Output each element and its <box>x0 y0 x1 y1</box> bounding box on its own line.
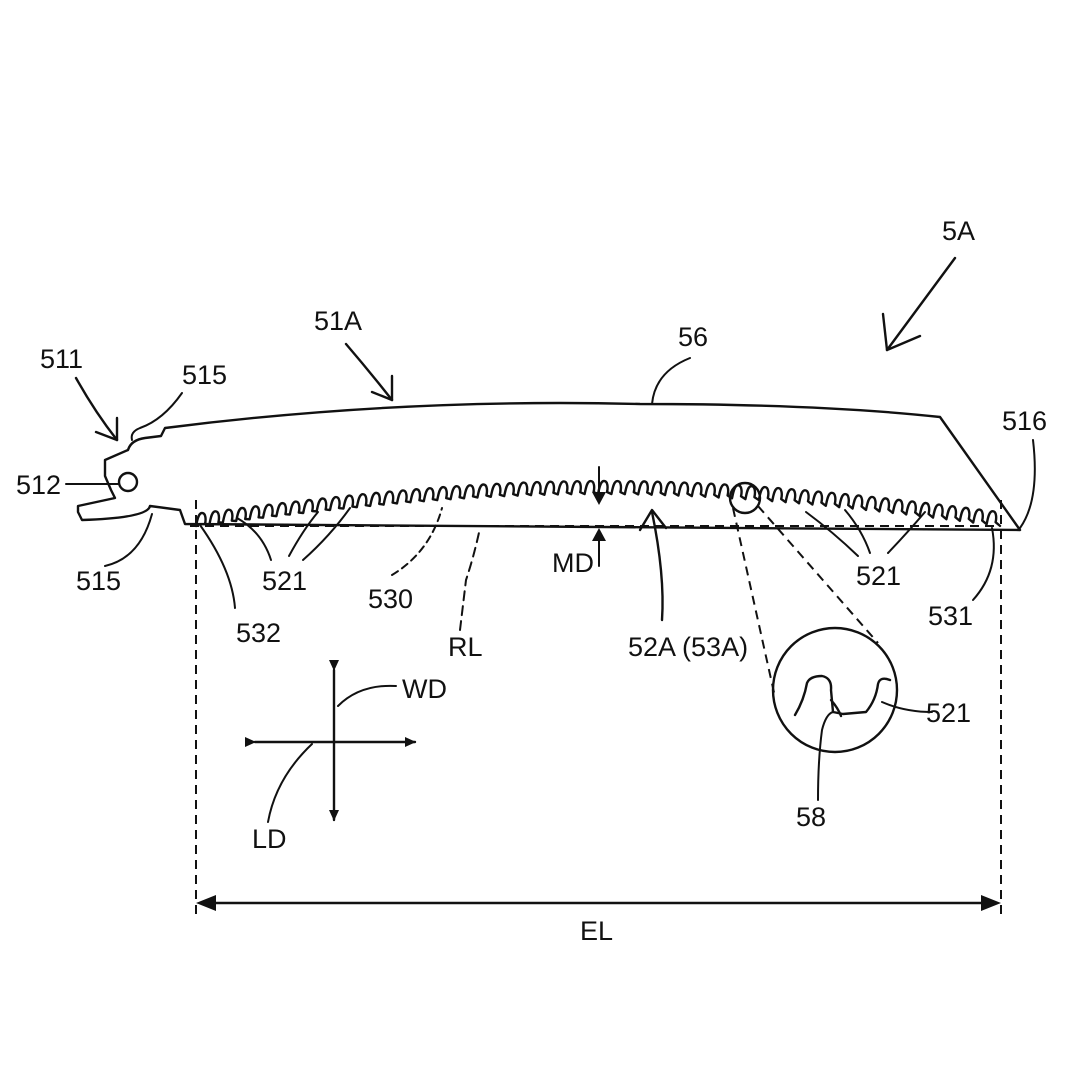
tip-leader <box>1019 439 1036 529</box>
detail-teeth-label: 521 <box>926 698 971 728</box>
edge-length-label: EL <box>580 916 613 946</box>
length-direction-label: LD <box>252 824 287 854</box>
teeth-left-label: 521 <box>262 566 307 596</box>
detail-feature-leader <box>817 711 834 801</box>
tooth-rear-end-label: 532 <box>236 618 281 648</box>
figure-ref-arrowhead <box>881 312 922 352</box>
figure-ref-arrow <box>885 256 957 352</box>
width-direction-label: WD <box>402 674 447 704</box>
md-arrowhead-bottom <box>592 528 606 541</box>
teeth-right-leader-b <box>844 509 871 554</box>
teeth-right-leader-c <box>887 511 926 554</box>
teeth-left-leader-c <box>302 507 351 561</box>
length-direction-leader <box>267 743 313 823</box>
detail-feature-notch <box>829 698 843 718</box>
detail-projection-line-left <box>732 507 776 698</box>
tip-label: 516 <box>1002 406 1047 436</box>
cutting-edge-label: 52A (53A) <box>628 632 748 662</box>
edge-length-arrowhead-right <box>981 895 1001 911</box>
reference-line-label: RL <box>448 632 483 662</box>
shoulder-top-leader <box>130 392 183 441</box>
detail-feature-label: 58 <box>796 802 826 832</box>
tang-label: 511 <box>40 344 83 374</box>
cutting-edge-leader <box>650 510 664 622</box>
reference-line-leader <box>459 527 481 631</box>
teeth-right-label: 521 <box>856 561 901 591</box>
teeth-left-leader-b <box>288 511 319 557</box>
tang-hole <box>117 471 139 493</box>
detail-source-circle <box>728 481 762 515</box>
blade-body-leader <box>344 342 394 402</box>
md-arrowhead-top <box>592 492 606 505</box>
tooth-line-leader <box>391 507 443 576</box>
tang-arrowhead <box>94 416 119 442</box>
tooth-line-label: 530 <box>368 584 413 614</box>
detail-magnified-circle <box>771 626 899 754</box>
cutting-edge-arrowhead <box>638 508 668 532</box>
shoulder-bottom-leader <box>104 513 153 567</box>
detail-magnified-tooth <box>793 674 892 717</box>
shoulder-bottom-label: 515 <box>76 566 121 596</box>
detail-label-leader <box>881 701 933 713</box>
teeth-left-leader-a <box>236 517 272 561</box>
blade-body-label: 51A <box>314 306 362 336</box>
width-direction-leader <box>337 684 397 707</box>
blade-outline <box>76 401 1022 532</box>
teeth-right-leader-a <box>805 511 859 557</box>
back-edge-label: 56 <box>678 322 708 352</box>
edge-length-arrowhead-left <box>196 895 216 911</box>
direction-indicator <box>245 660 417 822</box>
shoulder-top-label: 515 <box>182 360 227 390</box>
max-deviation-label: MD <box>552 548 594 578</box>
tooth-rear-end-leader <box>199 524 236 609</box>
blade-body-arrowhead <box>370 374 394 402</box>
tooth-front-end-label: 531 <box>928 601 973 631</box>
tang-leader <box>74 376 119 442</box>
back-edge-leader <box>651 357 691 405</box>
detail-projection-line-right <box>757 505 879 644</box>
tang-hole-label: 512 <box>16 470 61 500</box>
figure-ref-label: 5A <box>942 216 975 246</box>
tooth-front-end-leader <box>972 527 995 601</box>
